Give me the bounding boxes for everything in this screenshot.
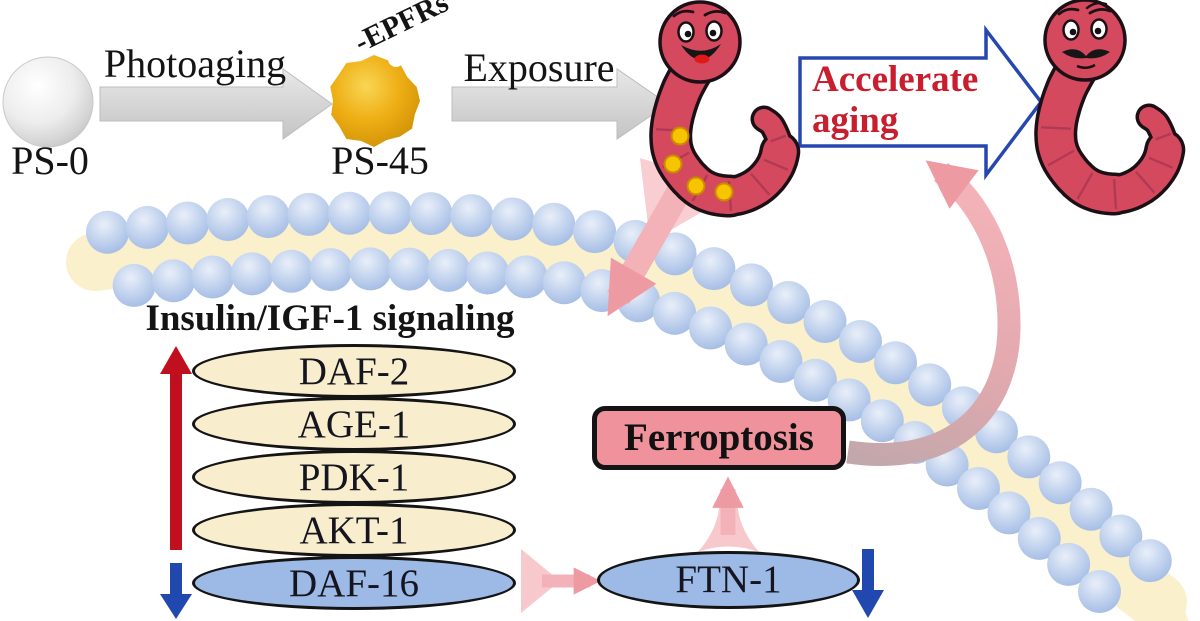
ps0-label: PS-0 [11,138,89,183]
lipid-membrane [66,191,1189,621]
young-worm [649,0,801,218]
accelerate-line2: aging [812,99,899,141]
accelerate-aging-arrow [798,24,1044,181]
aged-worm [1034,0,1186,216]
photoaging-arrow [99,68,333,140]
node-akt1: AKT-1 [192,503,516,557]
ftn1-to-ferroptosis-arrow [698,476,759,552]
photoaging-label: Photoaging [103,41,287,86]
ftn1-node: FTN-1 [597,551,860,609]
ps45-particle [330,51,420,147]
pathway-up-arrow [160,346,192,550]
ferroptosis-box: Ferroptosis [592,406,846,470]
accelerate-line1: Accelerate [812,59,979,100]
node-daf2: DAF-2 [192,344,516,398]
ftn1-down-arrow [852,549,884,618]
node-daf16: DAF-16 [192,556,516,610]
ferroptosis-to-aging-arrow [846,160,1021,466]
ps45-label: PS-45 [331,138,429,183]
accelerate-aging-label: Accelerate aging [812,59,1032,141]
ps0-particle [2,56,94,148]
pathway-down-arrow [160,563,192,619]
node-pdk1: PDK-1 [192,450,516,504]
daf16-to-ftn1-arrow [521,549,601,613]
node-age1: AGE-1 [192,397,516,451]
pathway-title: Insulin/IGF-1 signaling [145,298,515,339]
exposure-label: Exposure [463,45,615,90]
exposure-arrow [451,68,669,140]
